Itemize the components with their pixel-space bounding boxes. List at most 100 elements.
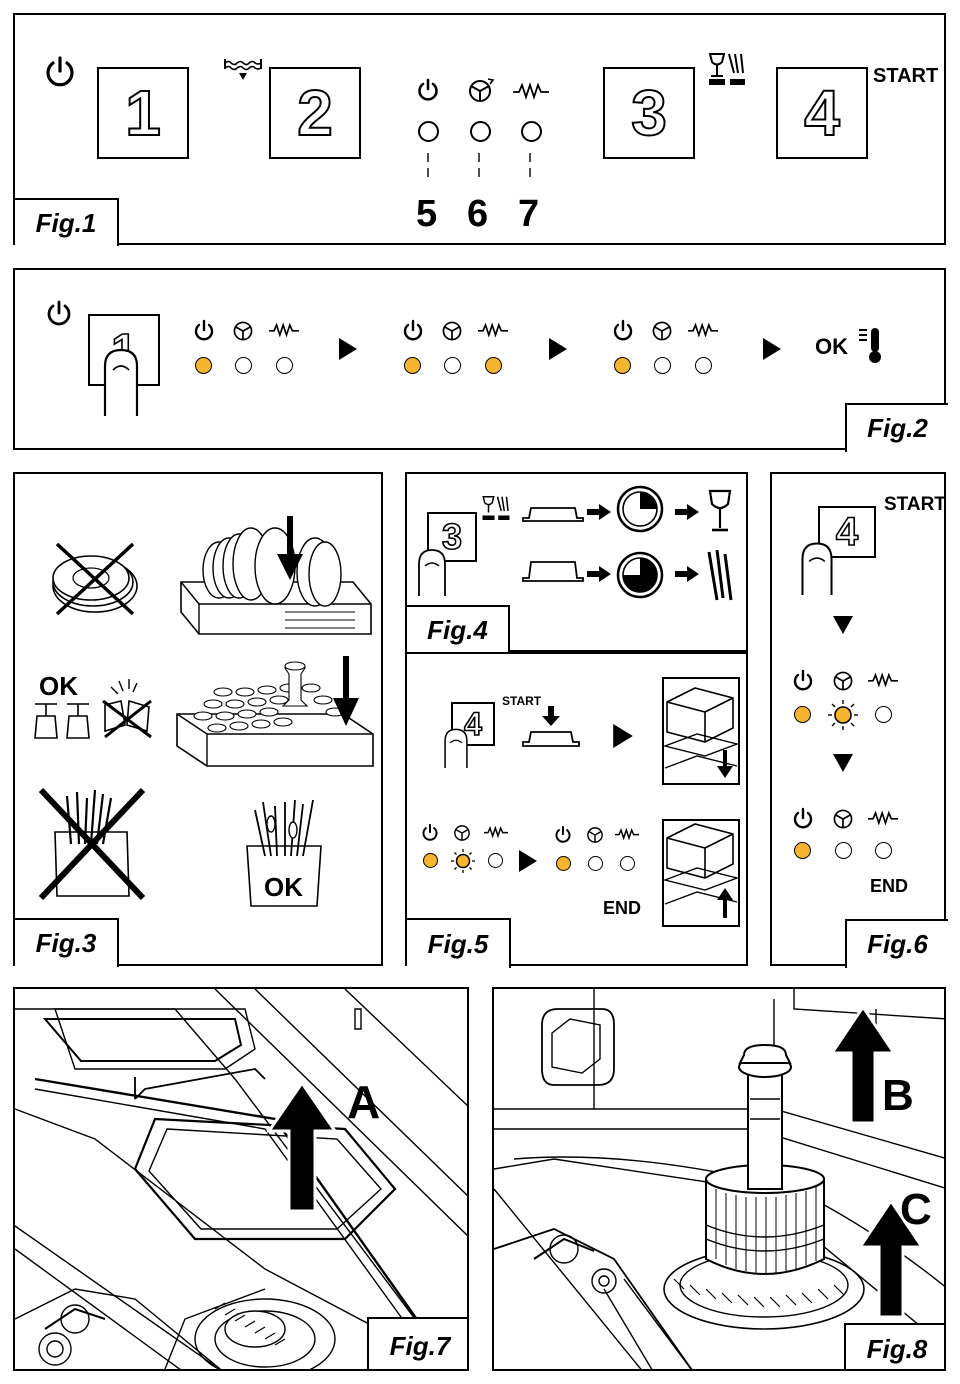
led-heating-off [276,357,293,374]
led-wash-off [235,357,252,374]
fig5-label: Fig.5 [407,918,511,968]
key-4[interactable]: 4 [451,702,495,746]
ok-label: OK [815,334,848,359]
heating-icon [478,322,508,338]
power-icon [422,823,438,841]
play-arrow-icon [339,338,357,360]
end-label: END [603,898,642,918]
led-power-on [556,856,571,871]
long-press-icon [522,561,584,582]
right-arrow-icon [587,504,611,520]
power-icon [793,807,813,829]
fig4-label: Fig.4 [407,605,510,654]
led-power-on [794,706,811,723]
finger-icon [103,348,139,416]
wash-arms-icon [454,825,470,841]
start-label: START [884,494,946,515]
wash-arms-icon [442,321,462,341]
callout-7: 7 [518,193,540,235]
glass-cutlery-icon [708,53,745,85]
power-icon [403,319,423,341]
fig8-label: Fig.8 [844,1323,944,1369]
power-icon [613,319,633,341]
heating-icon [688,322,718,338]
led-wash-off [654,357,671,374]
fig3-panel: OK [13,472,383,967]
power-icon [418,78,438,101]
led-power-on [404,357,421,374]
fig4-panel: 3 Fig.4 [405,472,748,654]
led-power-on [195,357,212,374]
led-heating-off [875,842,892,859]
heating-icon [615,827,639,841]
wash-arms-icon [469,78,495,102]
wash-arms-icon [233,321,253,341]
callout-c: C [900,1185,932,1234]
led-power-on [423,853,438,868]
cutlery-basket-icon [246,799,322,907]
press-icon [522,706,580,747]
led-wash-off [835,842,852,859]
callout-6: 6 [467,193,489,235]
led-wash-blinking [451,849,475,873]
filter-cover-icon [15,989,467,1369]
power-icon [46,56,74,87]
fig5-panel: 4 START [405,652,748,968]
led-heating-off [875,706,892,723]
power-icon [194,319,214,341]
right-arrow-icon [587,566,611,582]
power-icon [555,825,571,843]
heating-icon [513,82,549,100]
fig8-panel: B C Fig.8 [492,987,946,1371]
ok-glasses-label: OK [39,671,78,701]
fig1-label: Fig.1 [15,198,119,246]
glass-rack-icon [176,656,374,767]
led-wash-off [588,856,603,871]
led-heating-off [695,357,712,374]
led-power-on [614,357,631,374]
callout-a: A [347,1076,381,1128]
finger-icon [418,549,446,596]
timer-short-icon [616,485,664,533]
led-power [418,121,439,142]
led-power-on [794,842,811,859]
power-icon [793,669,813,691]
led-wash-off [444,357,461,374]
up-arrow-icon [266,1080,338,1213]
callout-5: 5 [416,193,438,235]
led-wash [470,121,491,142]
key-2[interactable]: 2 [269,67,361,159]
led-heating [521,121,542,142]
finger-icon [801,542,833,595]
key-1[interactable]: 1 [97,67,189,159]
inverted-glasses-icon [34,703,90,739]
no-stacked-plates-icon [52,542,138,616]
key-4[interactable]: 4 [776,67,868,159]
cutlery-icon [707,549,733,601]
start-label: START [502,694,542,708]
timer-long-icon [616,551,664,599]
fig3-label: Fig.3 [15,918,119,967]
play-arrow-icon [519,850,537,872]
plate-rack-icon [180,516,372,635]
callout-b: B [882,1071,914,1120]
short-press-icon [522,507,584,522]
down-triangle-icon [833,754,853,772]
heating-icon [868,810,898,826]
led-wash-blinking [828,700,858,730]
right-arrow-icon [675,566,699,582]
fig1-panel: 1 2 5 6 7 [13,13,946,246]
heating-icon [269,322,299,338]
no-bundled-cutlery-icon [38,787,146,901]
led-leader-lines [427,153,531,183]
heating-icon [484,825,508,839]
play-arrow-icon [763,338,781,360]
down-triangle-icon [833,616,853,634]
key-3[interactable]: 3 [603,67,695,159]
hood-up-icon [662,819,740,927]
up-arrow-c-icon [857,1198,925,1319]
fig2-label: Fig.2 [845,403,948,452]
right-arrow-icon [675,504,699,520]
wine-glass-icon [708,489,732,532]
